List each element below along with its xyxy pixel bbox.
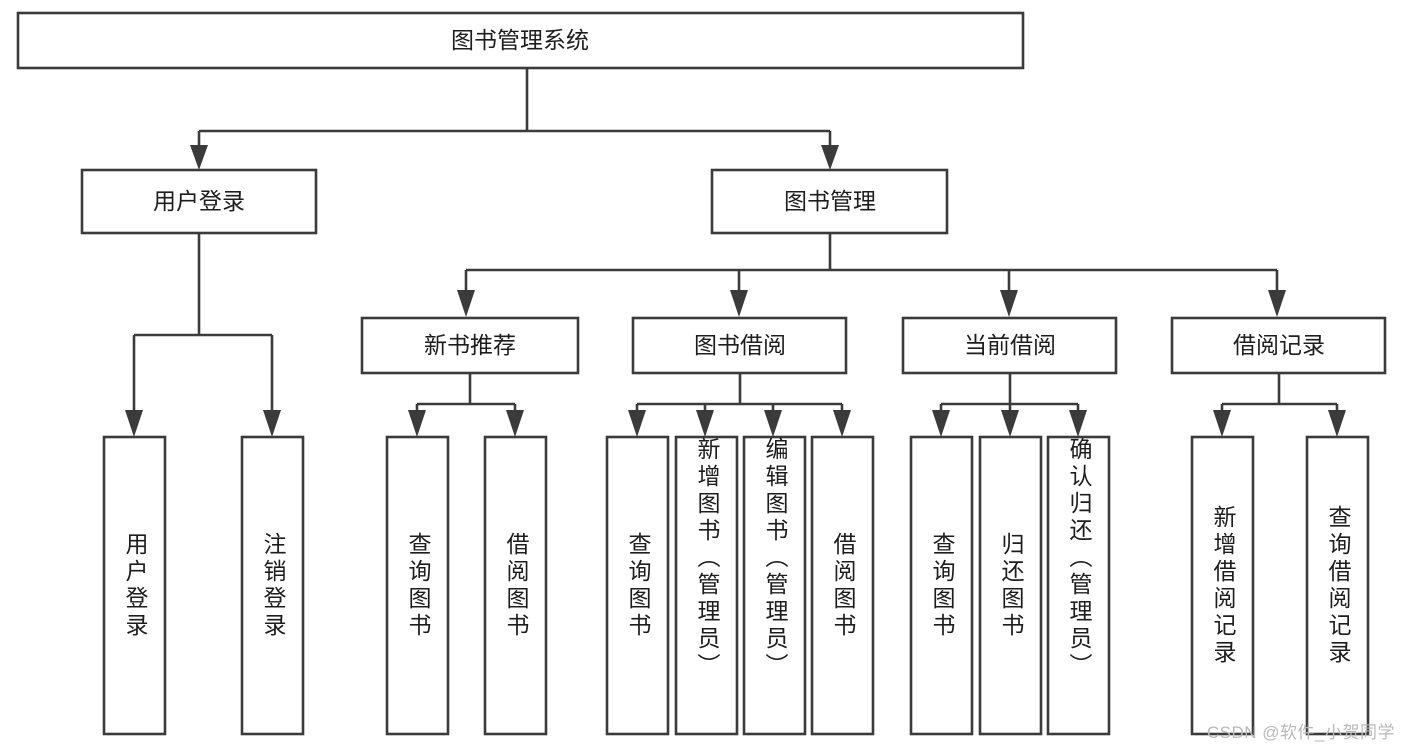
leaf-box-cb-return[interactable] <box>978 435 1043 736</box>
connector-borrow-record-children <box>1213 373 1346 437</box>
cb-arrow-2 <box>1001 410 1019 437</box>
node-current-borrow[interactable]: 当前借阅 <box>901 316 1118 375</box>
leaf-box-cb-confirm[interactable] <box>1046 435 1111 736</box>
node-borrow-record[interactable]: 借阅记录 <box>1170 316 1387 375</box>
book-management-box[interactable] <box>710 168 949 235</box>
root-label: 图书管理系统 <box>451 27 589 53</box>
nbr-arrow-1 <box>408 410 426 437</box>
borrow-record-box[interactable] <box>1170 316 1387 375</box>
bb-arrow-1 <box>628 410 646 437</box>
br-arrow-1 <box>1213 410 1231 437</box>
connector-book-borrow-children <box>628 373 851 437</box>
current-borrow-box[interactable] <box>901 316 1118 375</box>
leaf-box-bb-add[interactable] <box>674 435 739 736</box>
connector-root-to-level2 <box>190 68 839 170</box>
leaf-box-br-query[interactable] <box>1305 435 1370 736</box>
cb-arrow-1 <box>932 410 950 437</box>
leaf-box-nbr-borrow[interactable] <box>483 435 548 736</box>
bm-arrow-2 <box>730 290 748 317</box>
leaf-box-bb-borrow[interactable] <box>810 435 875 736</box>
node-book-borrow[interactable]: 图书借阅 <box>631 316 848 375</box>
current-borrow-label: 当前借阅 <box>964 332 1056 358</box>
book-borrow-label: 图书借阅 <box>694 332 786 358</box>
ul-arrow-2 <box>263 410 281 437</box>
bm-arrow-3 <box>1000 290 1018 317</box>
borrow-record-label: 借阅记录 <box>1233 332 1325 358</box>
node-new-book-recommend[interactable]: 新书推荐 <box>360 316 580 375</box>
leaf-box-cb-query[interactable] <box>909 435 974 736</box>
arrow-user-login <box>190 145 208 170</box>
bm-arrow-1 <box>457 290 475 317</box>
bm-arrow-4 <box>1268 290 1286 317</box>
leaf-box-bb-query[interactable] <box>605 435 670 736</box>
cb-arrow-3 <box>1069 410 1087 437</box>
br-arrow-2 <box>1328 410 1346 437</box>
new-book-recommend-box[interactable] <box>360 316 580 375</box>
connector-book-management-children <box>457 233 1286 317</box>
book-management-label: 图书管理 <box>784 188 876 214</box>
node-root[interactable]: 图书管理系统 <box>16 11 1025 70</box>
nbr-arrow-2 <box>506 410 524 437</box>
user-login-label: 用户登录 <box>153 188 245 214</box>
leaf-box-br-add[interactable] <box>1190 435 1255 736</box>
leaf-box-user-login-logout[interactable] <box>240 435 305 736</box>
connector-new-book-recommend-children <box>408 373 524 437</box>
bb-arrow-4 <box>833 410 851 437</box>
bb-arrow-2 <box>696 410 714 437</box>
ul-arrow-1 <box>125 410 143 437</box>
leaf-box-nbr-query[interactable] <box>385 435 450 736</box>
connector-current-borrow-children <box>932 373 1087 437</box>
leaf-box-user-login-login[interactable] <box>102 435 167 736</box>
arrow-book-mgmt <box>821 145 839 170</box>
root-box[interactable] <box>16 11 1025 70</box>
node-user-login[interactable]: 用户登录 <box>80 168 318 235</box>
connector-user-login-children <box>125 233 281 437</box>
leaf-box-bb-edit[interactable] <box>742 435 807 736</box>
csdn-watermark: CSDN @软件_小贺同学 <box>1206 723 1395 742</box>
book-borrow-box[interactable] <box>631 316 848 375</box>
new-book-recommend-label: 新书推荐 <box>424 332 516 358</box>
node-book-management[interactable]: 图书管理 <box>710 168 949 235</box>
bb-arrow-3 <box>764 410 782 437</box>
